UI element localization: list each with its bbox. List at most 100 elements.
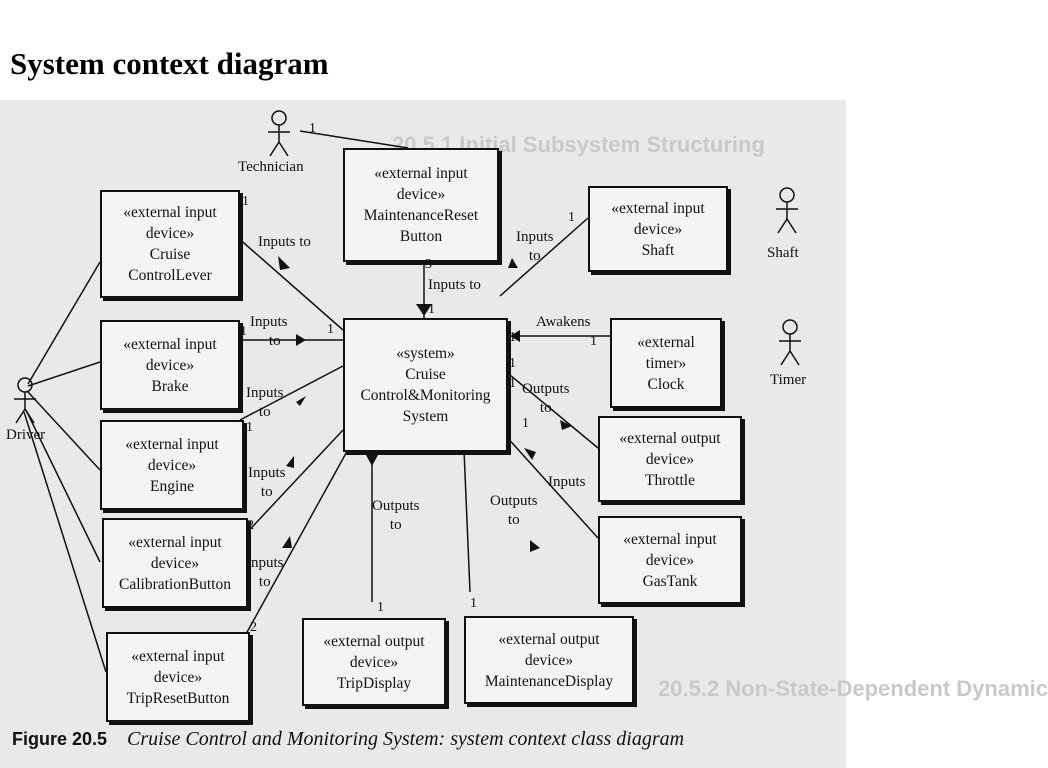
line-tripreset-system	[245, 445, 351, 635]
assoc-label-maintdisplay: Outputs to	[490, 492, 538, 530]
class-shaft-device: «external input device» Shaft	[588, 186, 728, 272]
assoc-label-maintdisplay-line1: Outputs	[490, 493, 538, 509]
class-text: device»	[524, 651, 574, 669]
class-cruise-control-lever: «external input device» Cruise ControlLe…	[100, 190, 240, 298]
class-text: MaintenanceDisplay	[484, 672, 614, 690]
line-system-gastank	[503, 433, 599, 539]
multiplicity: 1	[309, 121, 316, 136]
class-text: «external	[637, 333, 695, 351]
assoc-label-engine-line1: Inputs	[246, 385, 284, 401]
arrow-outputs-tripdisplay	[366, 455, 378, 466]
line-system-shaft	[499, 217, 589, 297]
assoc-label-awakens: Awakens	[536, 314, 591, 330]
assoc-label-brake: Inputs to	[250, 313, 288, 351]
class-text: device»	[147, 456, 197, 474]
class-text: «external output	[619, 429, 721, 447]
class-text: device»	[145, 225, 195, 242]
assoc-label-tripreset-line1: Inputs	[246, 555, 284, 571]
timer-figure	[779, 319, 801, 366]
assoc-label-calibration-line2: to	[260, 484, 273, 500]
class-text: Throttle	[645, 471, 695, 489]
figure-caption-text: Cruise Control and Monitoring System: sy…	[127, 728, 685, 750]
shaft-figure	[776, 187, 798, 234]
class-text: CalibrationButton	[119, 575, 231, 593]
multiplicity: 1	[509, 356, 516, 371]
assoc-label-tripdisplay: Outputs to	[372, 497, 420, 535]
class-calibration-button: «external input device» CalibrationButto…	[102, 518, 248, 608]
multiplicity: 1	[590, 334, 597, 349]
line-driver-brake	[27, 361, 101, 387]
class-text: timer»	[645, 354, 687, 372]
multiplicity: 1	[428, 302, 435, 317]
arrow-calibration	[286, 456, 294, 468]
arrow-shaft	[508, 258, 518, 268]
multiplicity: 1	[509, 376, 516, 391]
arrow-outputs-maintdisplay	[530, 540, 540, 552]
multiplicity: 2	[247, 518, 254, 533]
assoc-label-shaft: Inputs to	[516, 228, 554, 266]
actor-technician-name: Technician	[238, 159, 304, 175]
class-text: «external output	[323, 632, 425, 650]
multiplicity: 3	[425, 257, 432, 272]
line-system-maintdisplay	[463, 449, 471, 593]
class-text: device»	[153, 668, 203, 686]
assoc-label-maintdisplay-line2: to	[507, 512, 520, 528]
assoc-label-tripdisplay-line1: Outputs	[372, 498, 420, 514]
class-text: «external input	[611, 199, 705, 217]
class-text: «external output	[498, 630, 600, 648]
assoc-label-cruiselever: Inputs to	[258, 234, 311, 250]
class-text: device»	[349, 653, 399, 671]
multiplicity: 1	[377, 600, 384, 615]
class-text: «external input	[123, 335, 217, 353]
figure-caption: Figure 20.5 Cruise Control and Monitoring…	[12, 728, 684, 751]
driver-figure	[14, 377, 36, 424]
assoc-label-brake-line2: to	[268, 333, 281, 349]
assoc-label-engine: Inputs to	[246, 384, 284, 422]
multiplicity: 2	[250, 620, 257, 635]
class-text: «external input	[123, 204, 217, 221]
multiplicity: 1	[470, 596, 477, 611]
line-driver-cruiselever	[27, 261, 101, 385]
class-text: «external input	[623, 530, 717, 548]
class-text: «external input	[374, 165, 468, 182]
figure-number: Figure 20.5	[12, 729, 108, 749]
actor-timer-name: Timer	[770, 372, 807, 388]
association-lines	[14, 110, 801, 673]
line-driver-tripreset	[23, 411, 107, 673]
technician-figure	[268, 110, 290, 157]
class-text: Brake	[151, 377, 189, 395]
class-text: Cruise	[149, 246, 191, 263]
assoc-label-shaft-line1: Inputs	[516, 229, 554, 245]
multiplicity: 1	[242, 194, 249, 209]
class-text: device»	[633, 220, 683, 238]
class-text: Control&Monitoring	[360, 387, 491, 404]
class-text: Engine	[150, 477, 194, 495]
class-text: MaintenanceReset	[363, 207, 479, 224]
assoc-label-tripreset-line2: to	[258, 574, 271, 590]
multiplicity: 1	[509, 330, 516, 345]
class-text: System	[402, 408, 449, 425]
class-text: «system»	[396, 345, 455, 362]
class-text: ControlLever	[128, 267, 212, 284]
arrow-maintenance	[416, 304, 432, 316]
arrow-awakens	[510, 330, 520, 342]
class-maintenance-display: «external output device» MaintenanceDisp…	[464, 616, 634, 704]
assoc-label-throttle: Outputs to	[522, 380, 570, 418]
class-system: «system» Cruise Control&Monitoring Syste…	[343, 318, 508, 452]
multiplicity: 1	[240, 324, 247, 339]
line-cruiselever-system	[235, 235, 344, 331]
line-driver-engine	[27, 391, 101, 471]
class-text: device»	[396, 186, 446, 203]
assoc-label-throttle-line1: Outputs	[522, 381, 570, 397]
class-trip-reset-button: «external input device» TripResetButton	[106, 632, 250, 722]
assoc-label-tripdisplay-line2: to	[389, 517, 402, 533]
class-text: device»	[645, 450, 695, 468]
assoc-label-gastank: Inputs	[548, 474, 586, 490]
class-text: Clock	[647, 375, 685, 393]
class-text: «external input	[125, 435, 219, 453]
class-text: device»	[645, 551, 695, 569]
arrow-tripreset	[282, 536, 292, 548]
arrow-brake	[296, 334, 306, 346]
assoc-label-maintenance: Inputs to	[428, 277, 481, 293]
class-text: TripDisplay	[336, 674, 412, 692]
